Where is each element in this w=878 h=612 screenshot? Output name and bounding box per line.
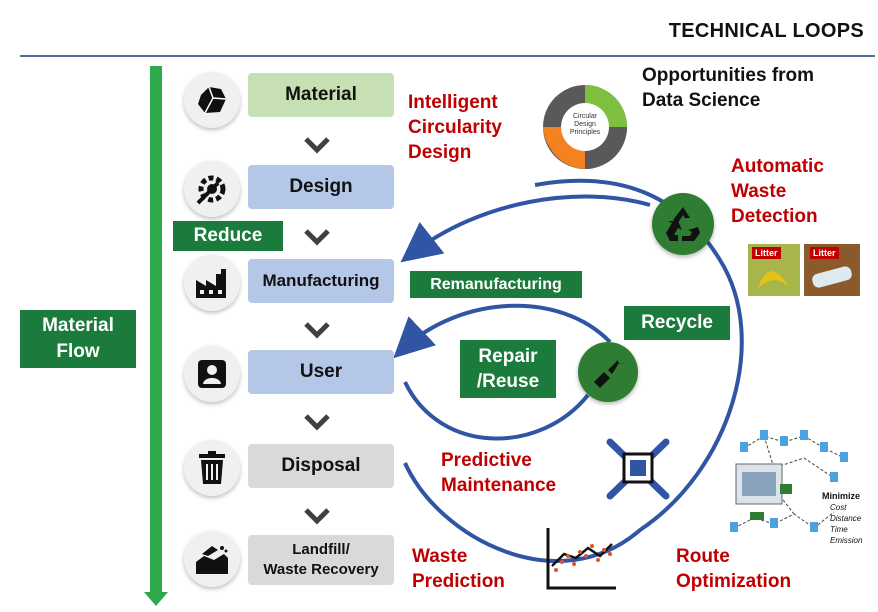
litter-image-2: Litter xyxy=(804,244,860,296)
bottle-icon xyxy=(812,266,852,288)
waste-prediction-chart-icon xyxy=(546,528,616,590)
route-criterion: Distance xyxy=(830,514,862,523)
stage-manufacturing: Manufacturing xyxy=(248,259,394,303)
intelligent-design-label: Intelligent Circularity Design xyxy=(408,92,502,163)
reduce-label: Reduce xyxy=(173,221,283,251)
automatic-waste-label: Automatic Waste Detection xyxy=(731,156,824,227)
data-science-heading: Opportunities from Data Science xyxy=(642,65,815,111)
stage-disposal: Disposal xyxy=(248,444,394,488)
material-icon-badge xyxy=(184,72,240,128)
chevron-down-icon xyxy=(304,508,330,525)
repair-icon-badge xyxy=(578,342,638,402)
wrench-hand-icon xyxy=(594,358,624,388)
recycle-outer-arc xyxy=(403,178,744,563)
route-criterion: Cost xyxy=(830,503,847,512)
banana-peel-icon xyxy=(758,271,788,288)
design-gear-icon xyxy=(196,175,226,205)
landfill-icon xyxy=(196,546,228,574)
litter-image-1: Litter xyxy=(748,244,800,296)
route-criterion: Time xyxy=(830,525,848,534)
disposal-icon-badge xyxy=(184,440,240,496)
repair-reuse-label: Repair /Reuse xyxy=(460,340,556,398)
stage-landfill: Landfill/ Waste Recovery xyxy=(248,535,394,585)
repair-arc xyxy=(393,303,612,359)
route-optimization-label: Route Optimization xyxy=(676,546,792,592)
waste-prediction-label: Waste Prediction xyxy=(412,546,505,592)
maintenance-chip-icon xyxy=(606,438,670,500)
chevron-down-icon xyxy=(304,229,330,246)
recycle-icon-badge xyxy=(652,193,714,255)
route-criteria-list: Cost Distance Time Emission xyxy=(820,502,862,546)
trash-icon xyxy=(199,451,225,484)
stage-design: Design xyxy=(248,165,394,209)
route-network-icon xyxy=(730,430,848,532)
title-divider xyxy=(20,55,875,57)
route-criterion: Emission xyxy=(830,536,863,545)
circular-design-wheel-icon xyxy=(543,85,627,169)
page-title: TECHNICAL LOOPS xyxy=(668,20,864,42)
chevron-down-icon xyxy=(304,137,330,154)
chevron-down-icon xyxy=(304,322,330,339)
stage-material: Material xyxy=(248,73,394,117)
recycle-label: Recycle xyxy=(624,306,730,340)
remanufacturing-label: Remanufacturing xyxy=(410,271,582,298)
route-minimize-label: Minimize xyxy=(822,491,861,501)
manufacturing-icon-badge xyxy=(184,255,240,311)
remanufacturing-arc xyxy=(400,194,651,263)
design-wheel-text: Circular Design Principles xyxy=(569,113,601,136)
user-icon-badge xyxy=(184,346,240,402)
material-flow-arrow xyxy=(150,66,162,596)
user-return-arc xyxy=(403,381,590,441)
factory-icon xyxy=(196,269,226,298)
material-flow-arrowhead xyxy=(144,592,168,606)
rock-icon xyxy=(198,86,227,114)
landfill-icon-badge xyxy=(184,531,240,587)
recycle-icon xyxy=(666,207,700,241)
stage-user: User xyxy=(248,350,394,394)
design-icon-badge xyxy=(184,161,240,217)
predictive-maintenance-label: Predictive Maintenance xyxy=(441,450,557,496)
user-icon xyxy=(198,360,226,388)
material-flow-label: Material Flow xyxy=(20,310,136,368)
chevron-down-icon xyxy=(304,414,330,431)
